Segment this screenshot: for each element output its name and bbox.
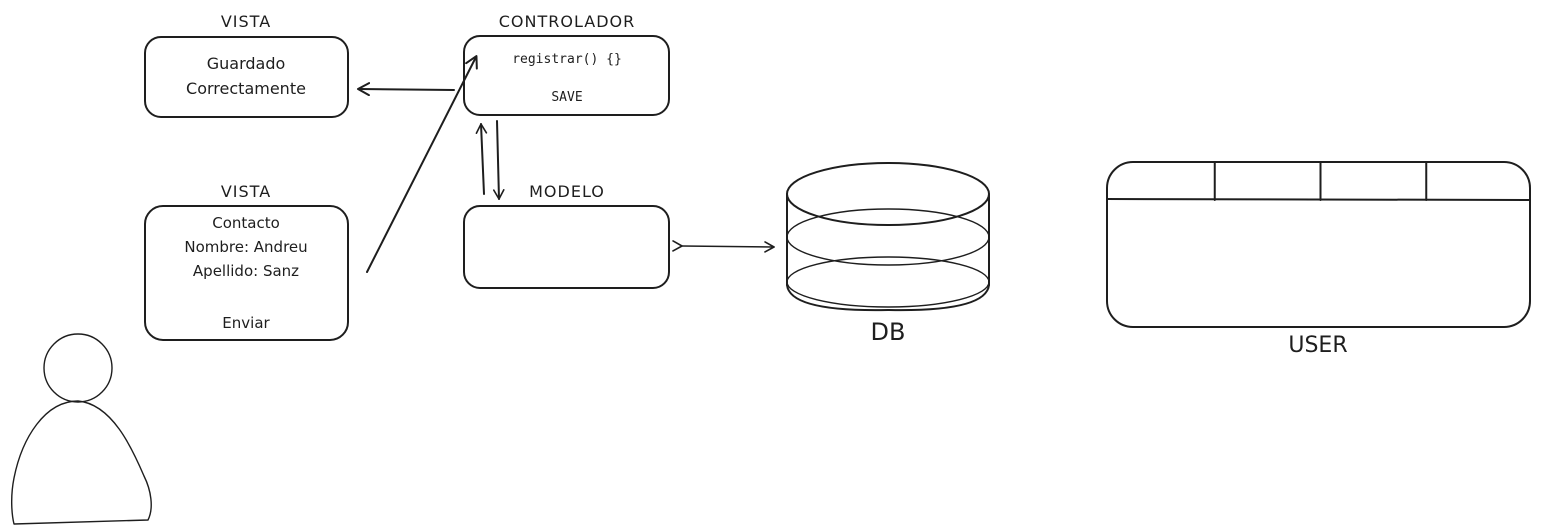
arrow-vista-to-controlador [366,55,478,273]
arrow-modelo-to-controlador [475,123,488,195]
vista-guardado-title: VISTA [221,12,271,31]
vista-guardado-frame [144,36,349,118]
arrow-controlador-to-vista [357,82,455,97]
modelo-title: MODELO [529,182,605,201]
controlador-code: registrar() {} [512,52,622,67]
vista-guardado-line1: Guardado [207,54,286,73]
user-table-frame [1106,161,1531,328]
controlador-box: CONTROLADOR registrar() {} SAVE [463,12,670,116]
arrow-modelo-db [672,240,775,253]
controlador-action: SAVE [551,90,582,105]
vista-guardado-line2: Correctamente [186,79,306,98]
vista-contacto-line1: Contacto [212,214,280,232]
arrow-controlador-to-modelo [492,120,505,200]
person-head [43,333,113,403]
database-label: DB [871,318,906,346]
user-table-columns [1213,161,1428,201]
vista-contacto-frame [144,205,349,341]
user-table: USER [1106,161,1531,358]
vista-contacto-title: VISTA [221,182,271,201]
vista-contacto-line3: Apellido: Sanz [193,262,299,280]
controlador-title: CONTROLADOR [499,12,635,31]
database-cylinder-icon: DB [786,162,990,346]
enviar-button[interactable]: Enviar [222,314,270,332]
controlador-frame [463,35,670,116]
vista-guardado-box: VISTA Guardado Correctamente [144,12,349,118]
user-table-header-divider [1106,198,1531,201]
person-body [11,400,152,525]
modelo-frame [463,205,670,289]
vista-contacto-box: VISTA Contacto Nombre: Andreu Apellido: … [144,182,349,341]
vista-contacto-line2: Nombre: Andreu [184,238,307,256]
modelo-box: MODELO [463,182,670,289]
person-icon [11,333,152,525]
user-table-label: USER [1288,333,1347,358]
